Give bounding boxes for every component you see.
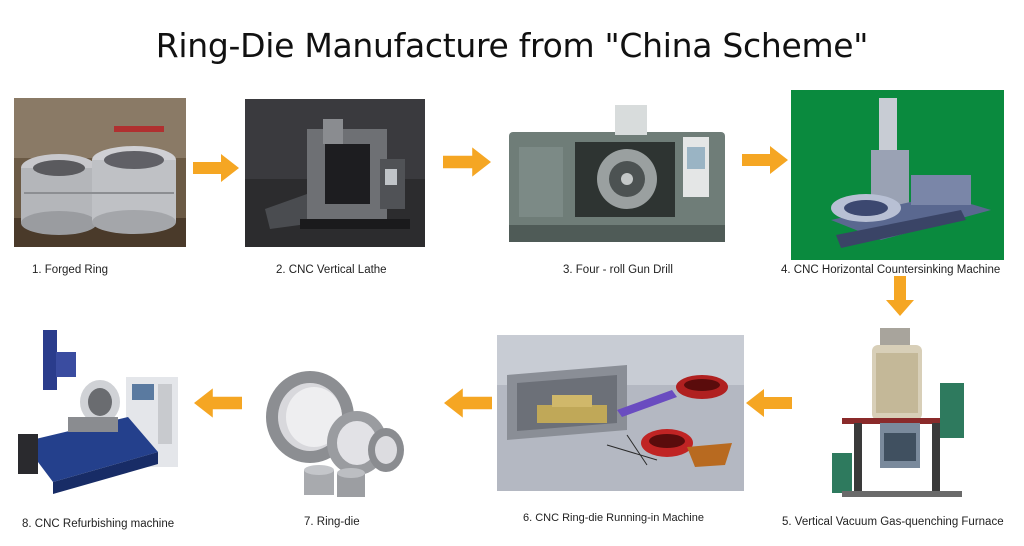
step-3-label: 3. Four - roll Gun Drill [563, 264, 673, 276]
page-title: Ring-Die Manufacture from "China Scheme" [155, 26, 869, 65]
step-1-label: 1. Forged Ring [32, 264, 109, 276]
cnc-refurbishing-machine-photo [8, 322, 190, 498]
arrow-left-icon [194, 386, 242, 420]
step-7-label: 7. Ring-die [304, 516, 360, 528]
step-4-label: 4. CNC Horizontal Countersinking Machine [781, 264, 1001, 276]
cnc-ring-die-running-in-machine-photo [497, 335, 744, 491]
arrow-left-icon [746, 387, 792, 419]
cnc-vertical-lathe-photo [245, 99, 425, 247]
cnc-horizontal-countersinking-machine-photo [791, 90, 1004, 260]
step-5-label: 5. Vertical Vacuum Gas-quenching Furnace [782, 516, 1004, 528]
step-6-label: 6. CNC Ring-die Running-in Machine [523, 512, 704, 524]
step-8-label: 8. CNC Refurbishing machine [22, 518, 175, 530]
vertical-vacuum-gas-quenching-furnace-photo [832, 323, 972, 501]
four-roll-gun-drill-photo [505, 97, 729, 247]
step-2-label: 2. CNC Vertical Lathe [276, 264, 387, 276]
ring-die-photo [262, 365, 414, 503]
arrow-right-icon [193, 152, 239, 184]
arrow-left-icon [444, 386, 492, 420]
forged-ring-photo [14, 98, 186, 247]
arrow-right-icon [742, 144, 788, 176]
arrow-down-icon [884, 276, 916, 316]
arrow-right-icon [443, 145, 491, 179]
